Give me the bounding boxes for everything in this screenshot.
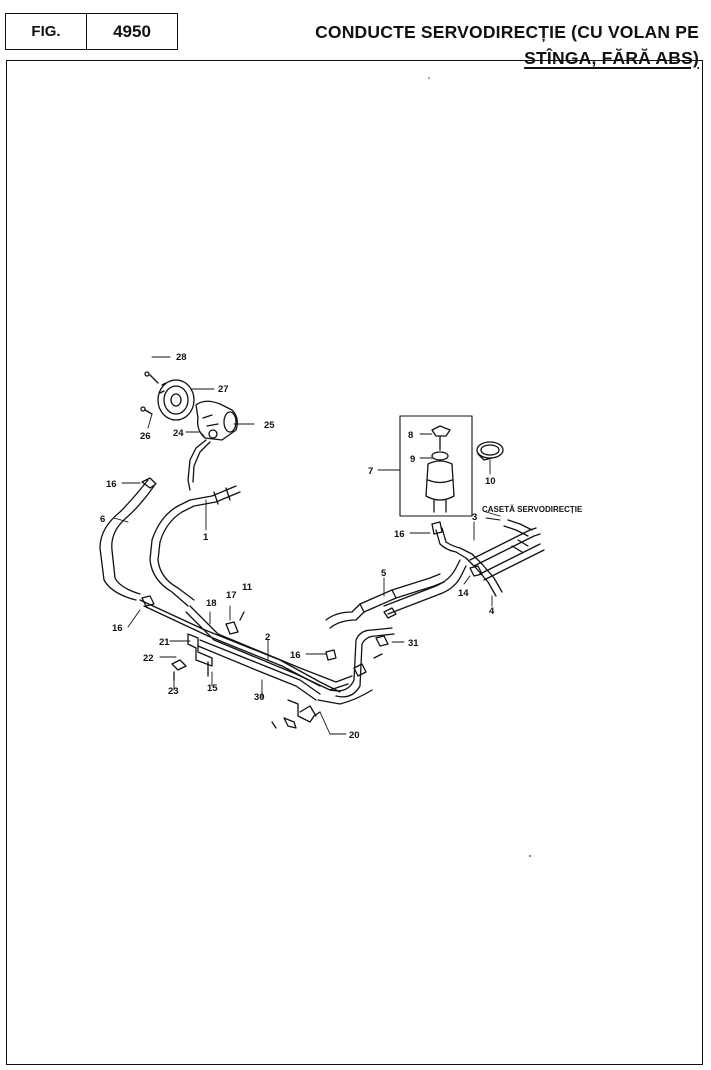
annotation-steering-box: CASETĂ SERVODIRECȚIE (482, 505, 583, 514)
callout-16-d: 16 (290, 650, 301, 661)
bracket-20 (271, 699, 321, 729)
callout-27: 27 (218, 384, 229, 395)
callout-21: 21 (159, 637, 170, 648)
callout-25: 25 (264, 420, 275, 431)
callout-16-b: 16 (112, 623, 123, 634)
callout-24: 24 (173, 428, 184, 439)
callout-labels: 28 27 26 25 24 16 1 6 16 18 17 11 21 2 2… (100, 352, 496, 741)
hose-5 (325, 559, 467, 629)
clamp-10 (476, 441, 504, 461)
callout-2: 2 (265, 632, 270, 643)
pipe-center (317, 627, 395, 705)
fig-number-box: 4950 (86, 13, 178, 50)
callout-15: 15 (207, 683, 218, 694)
callout-26: 26 (140, 431, 151, 442)
callout-31: 31 (408, 638, 419, 649)
callout-18: 18 (206, 598, 217, 609)
callout-7: 7 (368, 466, 373, 477)
callout-17: 17 (226, 590, 237, 601)
title-line-2: STÎNGA, FĂRĂ ABS) (524, 48, 699, 68)
fig-number: 4950 (113, 21, 151, 41)
pipes-2-30 (139, 599, 353, 701)
page-title: CONDUCTE SERVODIRECȚIE (CU VOLAN PE STÎN… (269, 19, 699, 71)
callout-16-c: 16 (394, 529, 405, 540)
callout-4: 4 (489, 606, 495, 617)
callout-22: 22 (143, 653, 154, 664)
pipe-3 (435, 519, 545, 597)
annotation-label: CASETĂ SERVODIRECȚIE (482, 505, 583, 514)
fig-label: FIG. (31, 23, 61, 40)
clamps-16 (141, 477, 483, 677)
callout-9: 9 (410, 454, 415, 465)
reservoir-group (399, 415, 473, 517)
callout-14: 14 (458, 588, 469, 599)
callout-16-a: 16 (106, 479, 117, 490)
callout-10: 10 (485, 476, 496, 487)
callout-3: 3 (472, 512, 477, 523)
callout-30: 30 (254, 692, 265, 703)
hose-1 (149, 485, 241, 607)
bracket-21 (171, 633, 213, 681)
callout-23: 23 (168, 686, 179, 697)
leader-lines (113, 356, 501, 735)
scan-specks (428, 77, 531, 857)
callout-11: 11 (242, 582, 253, 593)
diagram-frame (6, 60, 703, 1065)
hose-6 (99, 479, 155, 601)
callout-8: 8 (408, 430, 413, 441)
pump-assembly (140, 371, 238, 491)
callout-20: 20 (349, 730, 360, 741)
callout-5: 5 (381, 568, 387, 579)
callout-1: 1 (203, 532, 209, 543)
callout-28: 28 (176, 352, 187, 363)
title-line-1: CONDUCTE SERVODIRECȚIE (CU VOLAN PE (315, 22, 699, 42)
callout-6: 6 (100, 514, 105, 525)
